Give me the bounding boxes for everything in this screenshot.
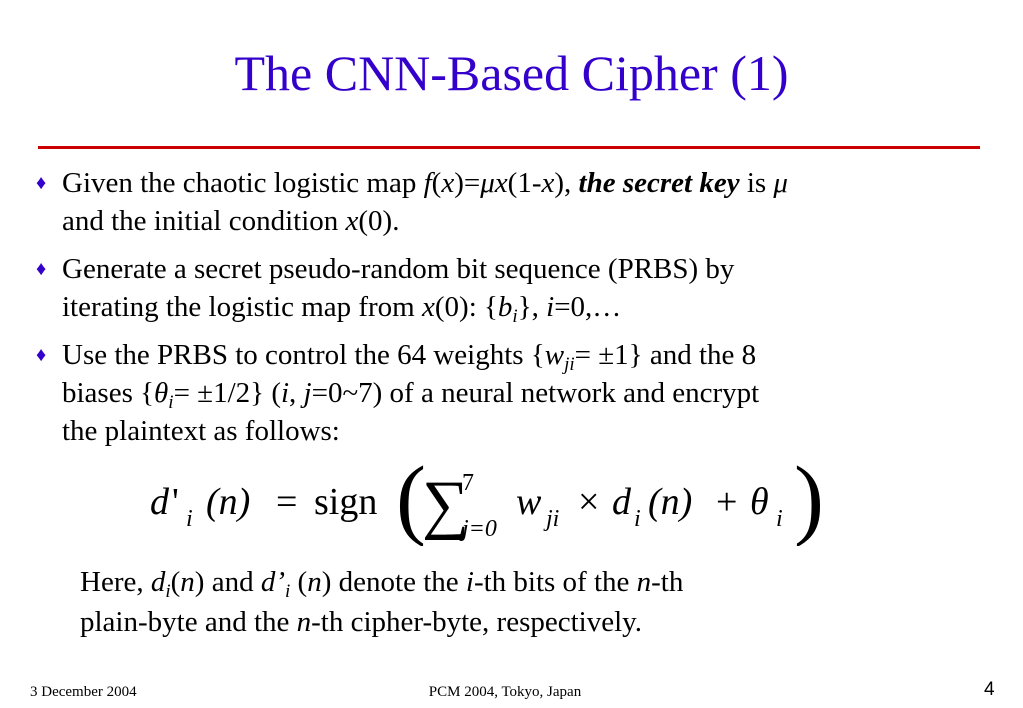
eq-left-paren: ( xyxy=(396,456,426,546)
eq-sigma: ∑ xyxy=(422,468,469,541)
equation-explanation: Here, di(n) and d’i (n) denote the i-th … xyxy=(80,566,684,638)
eq-d-n: (n) xyxy=(648,481,692,523)
eq-theta-sub-i: i xyxy=(776,506,783,532)
footer-venue: PCM 2004, Tokyo, Japan xyxy=(428,684,582,700)
eq-right-paren: ) xyxy=(794,456,824,546)
diamond-bullet-icon: ♦ xyxy=(36,258,47,280)
slide-title: The CNN-Based Cipher (1) xyxy=(234,45,789,101)
bullet-item-logistic-map: ♦ Given the chaotic logistic map f(x)=μx… xyxy=(36,164,996,240)
bullet-list: ♦ Given the chaotic logistic map f(x)=μx… xyxy=(36,164,996,460)
eq-equals: = xyxy=(276,481,297,523)
eq-times: × xyxy=(578,481,599,523)
eq-sum-upper: 7 xyxy=(462,470,474,496)
title-divider xyxy=(38,146,980,149)
encryption-equation: d ' i (n) = sign ( ∑ 7 j=0 w ji × d i (n… xyxy=(150,456,824,546)
eq-lhs-sub-i: i xyxy=(186,506,193,532)
page-number: 4 xyxy=(984,679,995,700)
diamond-bullet-icon: ♦ xyxy=(36,344,47,366)
eq-d: d xyxy=(612,481,632,523)
bullet-item-weights: ♦ Use the PRBS to control the 64 weights… xyxy=(36,336,996,450)
secret-key-emphasis: the secret key xyxy=(578,167,740,199)
eq-lhs-prime: ' xyxy=(172,481,179,523)
eq-d-sub-i: i xyxy=(634,506,641,532)
eq-theta: θ xyxy=(750,481,769,523)
eq-plus: + xyxy=(716,481,737,523)
eq-sum-lower: j=0 xyxy=(459,516,497,542)
diamond-bullet-icon: ♦ xyxy=(36,172,47,194)
bullet-item-prbs: ♦ Generate a secret pseudo-random bit se… xyxy=(36,250,996,326)
footer-date: 3 December 2004 xyxy=(30,684,137,700)
eq-w: w xyxy=(516,481,542,523)
eq-w-sub-ji: ji xyxy=(543,506,559,532)
eq-lhs-d: d xyxy=(150,481,170,523)
eq-sign: sign xyxy=(314,481,377,523)
eq-lhs-n: (n) xyxy=(206,481,250,523)
